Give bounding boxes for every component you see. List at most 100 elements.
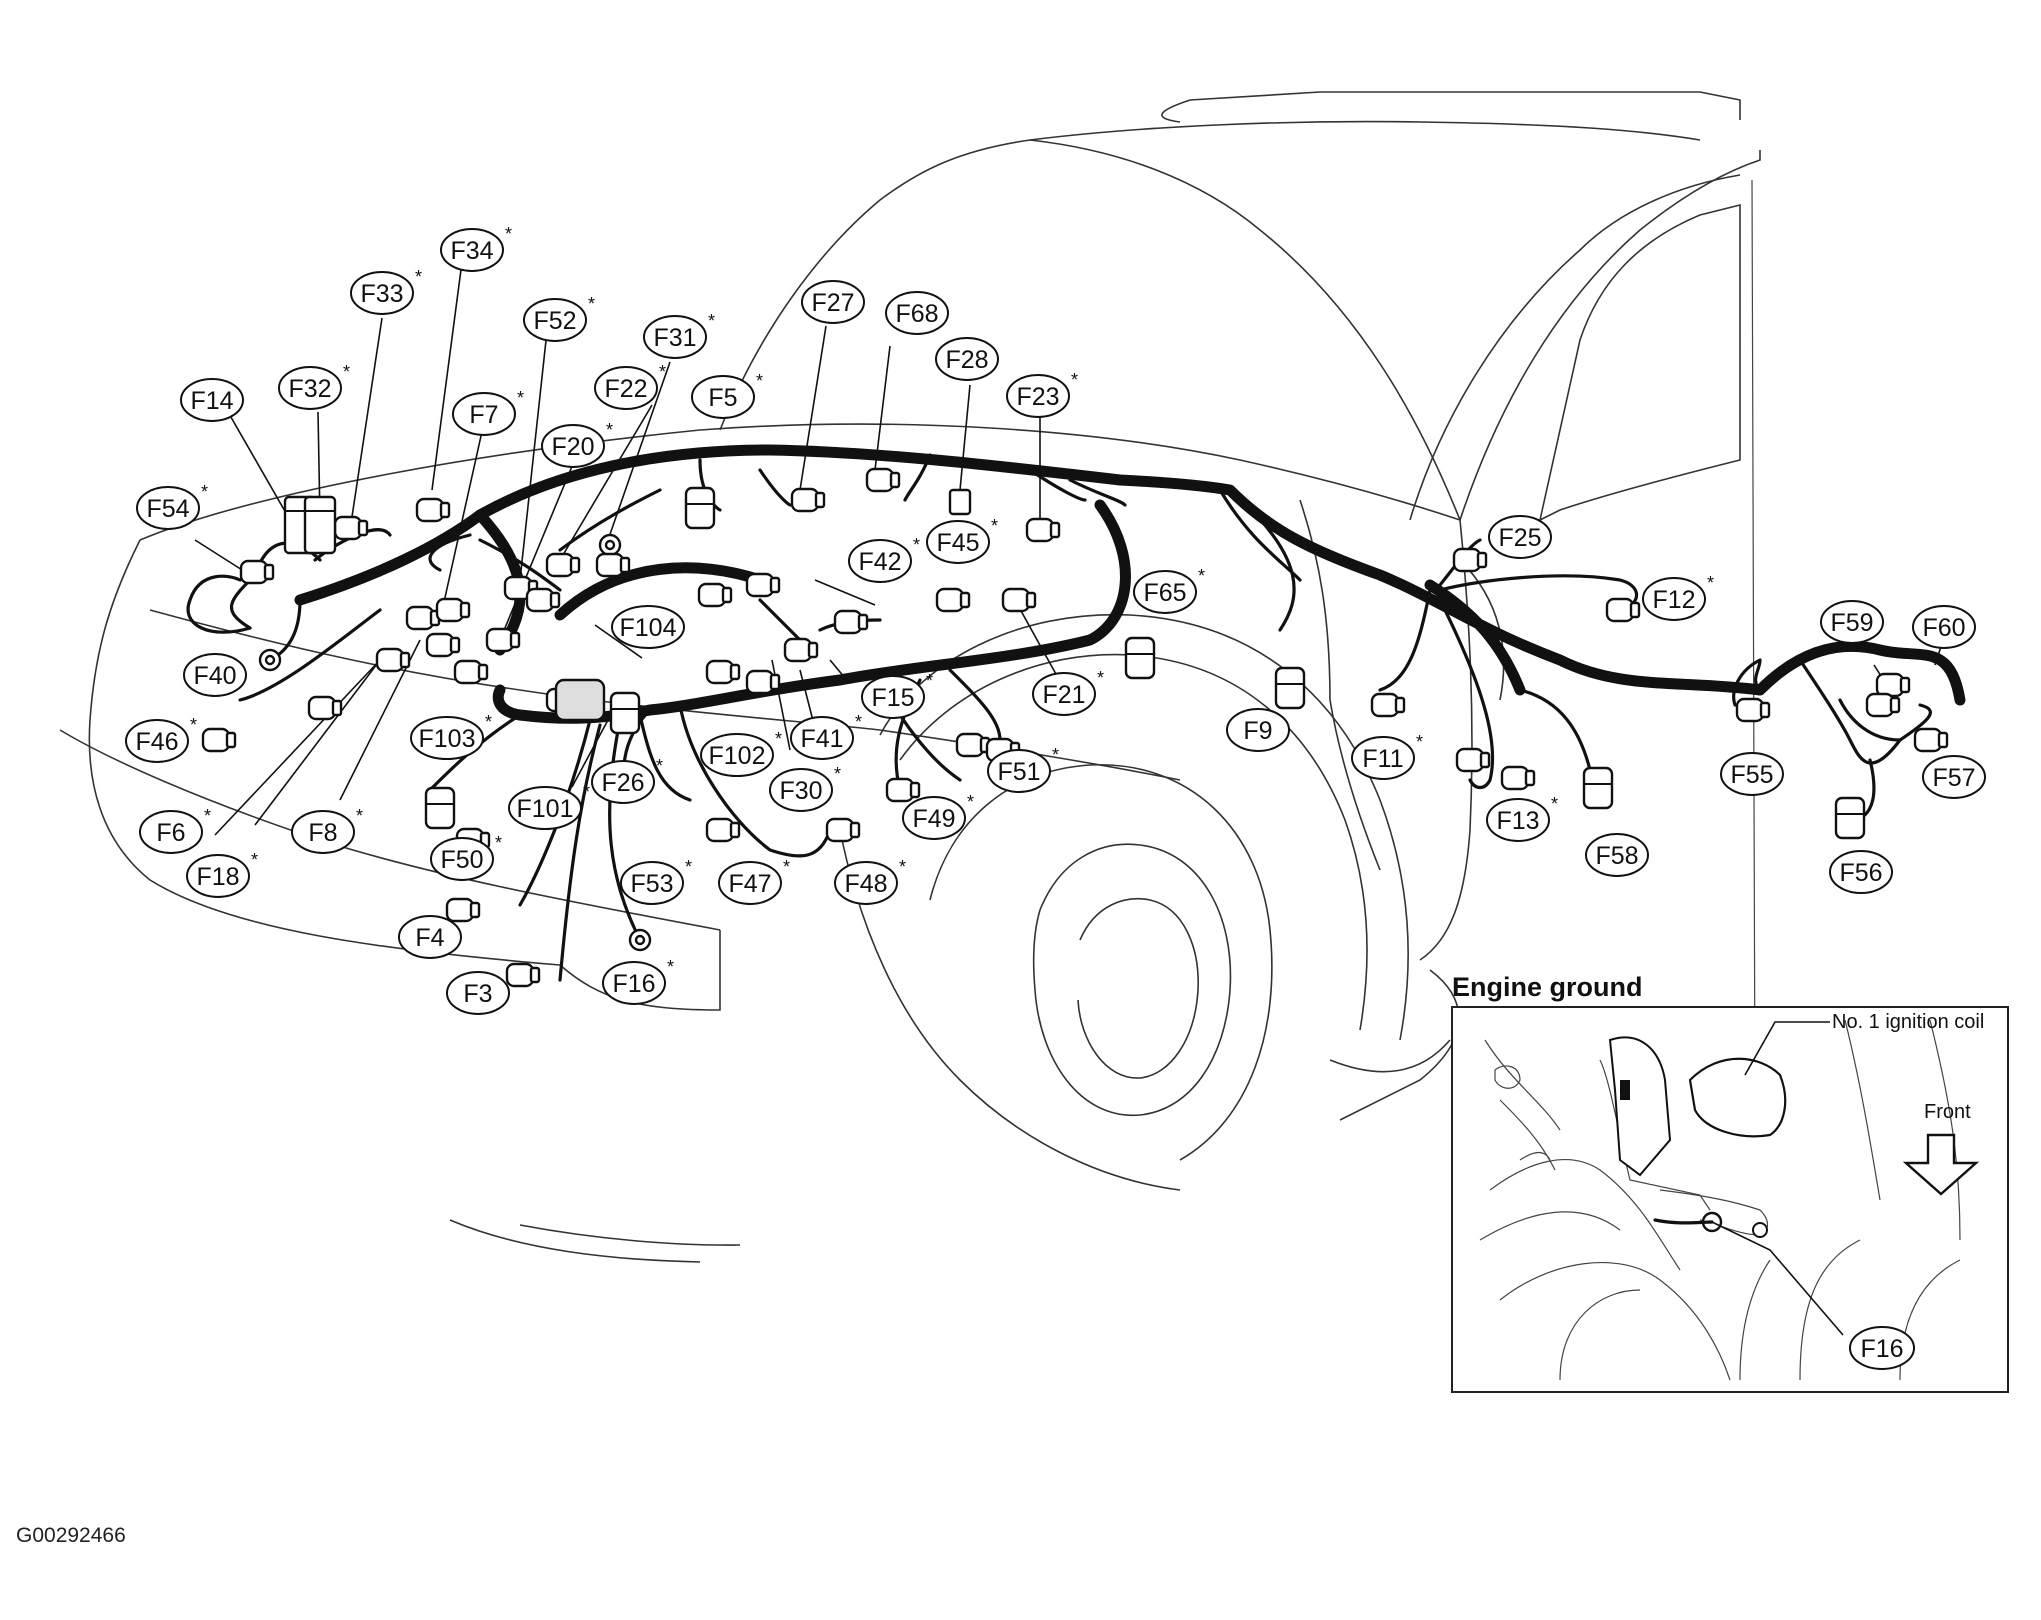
connector-glyph [201,727,237,753]
connector-glyph [525,587,561,613]
connector-label-f53: F53* [620,857,692,905]
asterisk-mark: * [855,712,862,732]
connector-label-text: F4 [415,924,444,952]
connector-label-text: F6 [156,819,185,847]
label-bubble [136,486,200,530]
connector-label-text: F55 [1730,761,1773,789]
label-bubble [1488,515,1552,559]
asterisk-mark: * [343,362,350,382]
asterisk-mark: * [251,850,258,870]
connector-label-text: F50 [440,846,483,874]
label-bubble [1486,798,1550,842]
connector-label-f34: F34 * [440,224,512,272]
connector-label-f58: F58 [1585,833,1649,877]
asterisk-mark: * [756,371,763,391]
connector-label-text: F47 [728,870,771,898]
connector-glyph [415,497,451,523]
label-bubble [1642,577,1706,621]
connector-glyph [745,572,781,598]
connector-label-f6: F6* [139,806,211,854]
label-bubble [398,915,462,959]
connector-label-text: F21 [1042,681,1085,709]
connector-label-f47: F47* [718,857,790,905]
connector-glyph [1735,697,1771,723]
connector-label-text: F27 [811,289,854,317]
connector-label-text: F3 [463,980,492,1008]
label-bubble [125,719,189,763]
connector-glyph [705,817,741,843]
label-bubble [541,424,605,468]
connector-label-f15: F15* [861,671,933,719]
connector-label-f55: F55 [1720,752,1784,796]
connector-label-f57: F57 [1922,755,1986,799]
connector-glyph [445,897,481,923]
asterisk-mark: * [708,311,715,331]
label-bubble [1820,600,1884,644]
connector-label-text: F49 [912,805,955,833]
figure-id: G00292466 [16,1524,126,1547]
connector-glyph [697,582,733,608]
asterisk-mark: * [913,535,920,555]
connector-label-text: F68 [895,300,938,328]
connector-glyph [1500,765,1536,791]
label-bubble [1226,708,1290,752]
connector-glyph [554,678,606,722]
connector-label-text: F32 [288,375,331,403]
label-bubble [861,675,925,719]
label-bubble [935,337,999,381]
label-bubble [139,810,203,854]
label-bubble [987,749,1051,793]
connector-label-text: F33 [360,280,403,308]
connector-glyph [790,487,826,513]
label-bubble [452,392,516,436]
label-bubble [440,228,504,272]
inset-ground-text: F16 [1860,1335,1903,1363]
connector-label-f42: F42* [848,535,920,583]
asterisk-mark: * [1707,573,1714,593]
connector-label-text: F59 [1830,609,1873,637]
connector-label-f20: F20* [541,420,613,468]
connector-glyph [425,632,461,658]
connector-label-f14: F14 [180,378,244,422]
connector-label-text: F7 [469,401,498,429]
label-bubble [691,375,755,419]
asterisk-mark: * [685,857,692,877]
asterisk-mark: * [517,388,524,408]
asterisk-mark: * [495,833,502,853]
asterisk-mark: * [505,224,512,244]
connector-glyph [1605,597,1641,623]
asterisk-mark: * [415,267,422,287]
label-bubble [790,716,854,760]
connector-label-text: F26 [601,769,644,797]
connector-label-text: F46 [135,728,178,756]
label-bubble [594,366,658,410]
inset-title: Engine ground [1452,972,1642,1002]
connector-label-f103: F103* [410,712,492,760]
label-bubble [620,861,684,905]
connector-label-f32: F32 * [278,362,350,410]
label-bubble [926,520,990,564]
connector-label-text: F34 [450,237,493,265]
connector-label-text: F104 [620,614,677,642]
front-arrow-icon [1902,1133,1980,1196]
connector-glyph [424,786,456,830]
connector-glyph [825,817,861,843]
connector-label-f12: F12* [1642,573,1714,621]
label-bubble [1912,605,1976,649]
connector-glyph [865,467,901,493]
connector-glyph [948,488,972,516]
connector-label-f13: F13* [1486,794,1558,842]
connector-label-text: F11 [1362,745,1403,773]
connector-glyph [1875,672,1911,698]
connector-label-f41: F41 * [790,712,862,760]
label-bubble [410,716,484,760]
connector-label-text: F41 [800,725,843,753]
ignition-coil-note: No. 1 ignition coil [1832,1011,1984,1033]
connector-glyph [333,515,369,541]
connector-label-text: F52 [533,307,576,335]
connector-label-f65: F65* [1133,566,1205,614]
connector-label-f18: F18* [186,850,258,898]
label-bubble [1720,752,1784,796]
